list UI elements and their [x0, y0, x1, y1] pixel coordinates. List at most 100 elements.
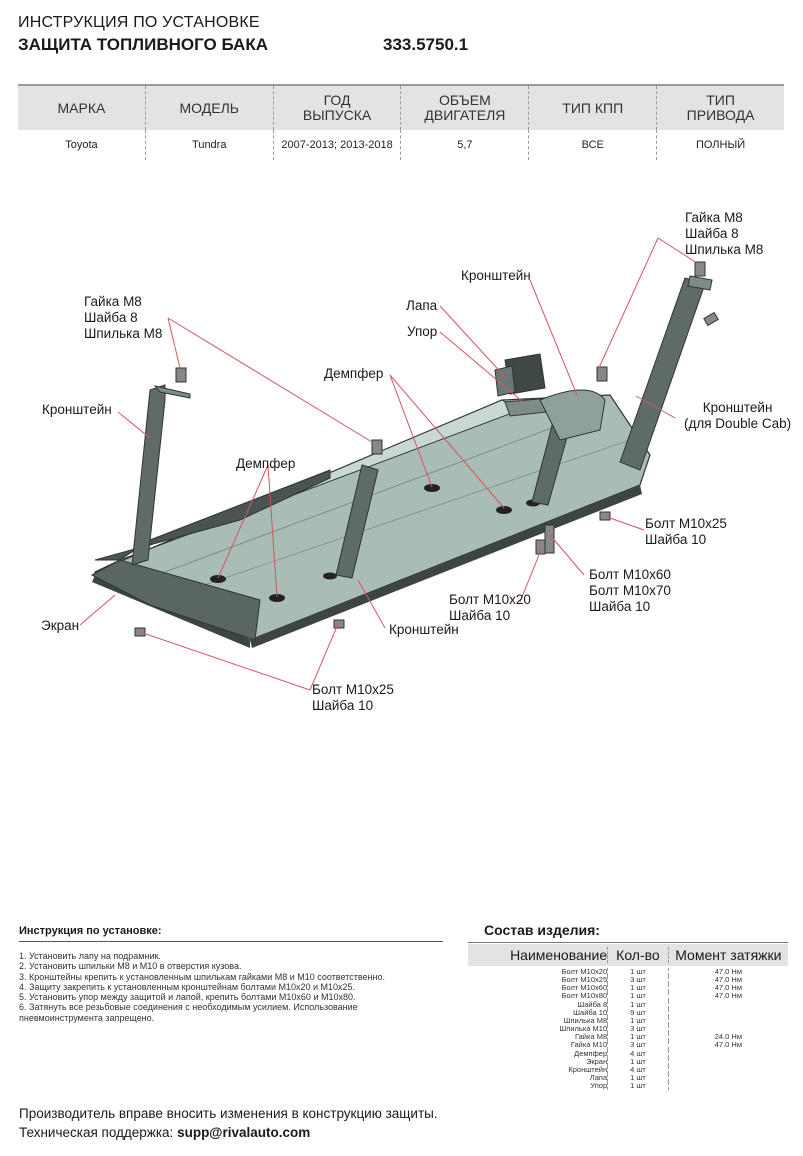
- part-torque: [667, 1049, 788, 1058]
- label-stop: Упор: [407, 324, 438, 339]
- instruction-step: 2. Установить шпильки М8 и М10 в отверст…: [19, 961, 242, 972]
- part-torque: [667, 1008, 788, 1017]
- part-qty: 4 шт: [607, 1065, 668, 1075]
- part-name: Болт М10х20: [561, 967, 608, 976]
- label-nut-top-right: Гайка М8 Шайба 8 Шпилька М8: [685, 210, 764, 257]
- footer-disclaimer: Производитель вправе вносить изменения в…: [19, 1106, 438, 1121]
- spec-value-year: 2007-2013; 2013-2018: [274, 130, 402, 160]
- part-torque: 47.0 Нм: [667, 1041, 788, 1050]
- spec-value-engine: 5,7: [401, 130, 530, 160]
- instructions-divider: [19, 941, 443, 942]
- label-bolt-m10x60: Болт М10х60 Болт М10х70 Шайба 10: [589, 567, 671, 614]
- part-torque: [667, 1057, 788, 1066]
- part-torque: [667, 1074, 788, 1083]
- part-name: Шпилька М10: [559, 1024, 608, 1034]
- part-name: Кронштейн: [568, 1064, 608, 1074]
- part-torque: [667, 1000, 788, 1009]
- part-torque: 47.0 Нм: [667, 984, 788, 993]
- spec-value-drive: ПОЛНЫЙ: [695, 139, 746, 151]
- part-torque: [667, 1082, 788, 1091]
- part-name: Болт М10х60: [561, 983, 608, 993]
- doc-title: ИНСТРУКЦИЯ ПО УСТАНОВКЕ: [18, 14, 260, 31]
- spec-value-make: Toyota: [18, 130, 146, 160]
- composition-col-qty: Кол-во: [607, 947, 668, 963]
- part-qty: 1 шт: [607, 1016, 668, 1026]
- part-name: Шайба 8: [577, 999, 608, 1009]
- label-bolt-m10x20: Болт М10х20 Шайба 10: [449, 592, 531, 623]
- part-qty: 1 шт: [607, 967, 668, 977]
- spec-value-row: Toyota Tundra 2007-2013; 2013-2018 5,7 В…: [18, 130, 784, 160]
- stop-part: [504, 389, 606, 441]
- part-qty: 1 шт: [607, 1082, 668, 1091]
- spec-header-year: ГОД ВЫПУСКА: [274, 86, 402, 130]
- label-bracket-bottom: Кронштейн: [389, 622, 459, 637]
- part-torque: 47.0 Нм: [667, 992, 788, 1001]
- part-qty: 1 шт: [607, 1057, 668, 1066]
- label-bolt-m10x25-right: Болт М10х25 Шайба 10: [645, 516, 727, 547]
- spec-header-make: МАРКА: [18, 86, 146, 130]
- instruction-step: 4. Защиту закрепить к установленным крон…: [19, 981, 356, 992]
- part-name: Демпфер: [574, 1048, 608, 1058]
- part-qty: 4 шт: [607, 1049, 668, 1058]
- label-damper-mid: Демпфер: [324, 366, 384, 381]
- label-screen: Экран: [41, 618, 80, 633]
- support-email-link[interactable]: supp@rivalauto.com: [177, 1125, 311, 1140]
- part-name: Болт М10х80: [561, 991, 608, 1001]
- composition-col-torque: Момент затяжки: [667, 947, 788, 963]
- part-torque: 24.0 Нм: [667, 1033, 788, 1042]
- part-torque: [667, 1065, 788, 1075]
- spec-header-drive: ТИП ПРИВОДА: [686, 92, 755, 123]
- product-title: ЗАЩИТА ТОПЛИВНОГО БАКА: [18, 35, 268, 54]
- part-name: Гайка М10: [570, 1040, 608, 1050]
- part-qty: 3 шт: [607, 1041, 668, 1050]
- part-qty: 1 шт: [607, 1073, 668, 1083]
- part-number: 333.5750.1: [383, 35, 469, 54]
- label-paw: Лапа: [406, 298, 438, 313]
- part-name: Упор: [590, 1081, 608, 1091]
- part-torque: 47.0 Нм: [667, 976, 788, 985]
- part-qty: 3 шт: [607, 976, 668, 985]
- composition-col-name: Наименование: [510, 947, 608, 963]
- spec-header-row: МАРКА МОДЕЛЬ ГОД ВЫПУСКА ОБЪЕМ ДВИГАТЕЛЯ…: [18, 86, 784, 130]
- paw-part: [494, 353, 546, 397]
- part-qty: 9 шт: [607, 1008, 668, 1017]
- part-name: Гайка М8: [575, 1032, 608, 1042]
- instruction-step: 1. Установить лапу на подрамник.: [19, 951, 161, 961]
- instructions-title: Инструкция по установке:: [19, 925, 162, 937]
- part-qty: 3 шт: [607, 1024, 668, 1034]
- label-bracket-double-cab: Кронштейн (для Double Cab): [684, 400, 792, 431]
- part-name: Шпилька М8: [563, 1015, 608, 1025]
- footer-support: Техническая поддержка: supp@rivalauto.co…: [19, 1125, 310, 1140]
- support-label: Техническая поддержка:: [19, 1125, 174, 1140]
- part-qty: 1 шт: [607, 984, 668, 993]
- part-torque: [667, 1016, 788, 1026]
- composition-header: Наименование Кол-во Момент затяжки: [468, 944, 788, 966]
- part-torque: 47.0 Нм: [667, 967, 788, 977]
- label-damper-left: Демпфер: [236, 456, 296, 471]
- part-name: Лапа: [589, 1073, 608, 1083]
- part-qty: 1 шт: [607, 992, 668, 1001]
- spec-header-gearbox: ТИП КПП: [529, 86, 658, 130]
- leader-lines: [79, 237, 698, 691]
- spec-header-engine: ОБЪЕМ ДВИГАТЕЛЯ: [401, 86, 530, 130]
- part-name: Болт М10х25: [561, 975, 608, 985]
- spec-value-gearbox: ВСЕ: [529, 130, 658, 160]
- screen-panel: [90, 469, 331, 641]
- label-bolt-m10x25-bottom: Болт М10х25 Шайба 10: [312, 682, 394, 713]
- label-nut-top-left: Гайка М8 Шайба 8 Шпилька М8: [84, 294, 163, 341]
- instruction-step: 5. Установить упор между защитой и лапой…: [19, 992, 356, 1003]
- vehicle-spec-table: МАРКА МОДЕЛЬ ГОД ВЫПУСКА ОБЪЕМ ДВИГАТЕЛЯ…: [18, 84, 784, 160]
- part-torque: [667, 1025, 788, 1034]
- bracket-left: [131, 384, 191, 566]
